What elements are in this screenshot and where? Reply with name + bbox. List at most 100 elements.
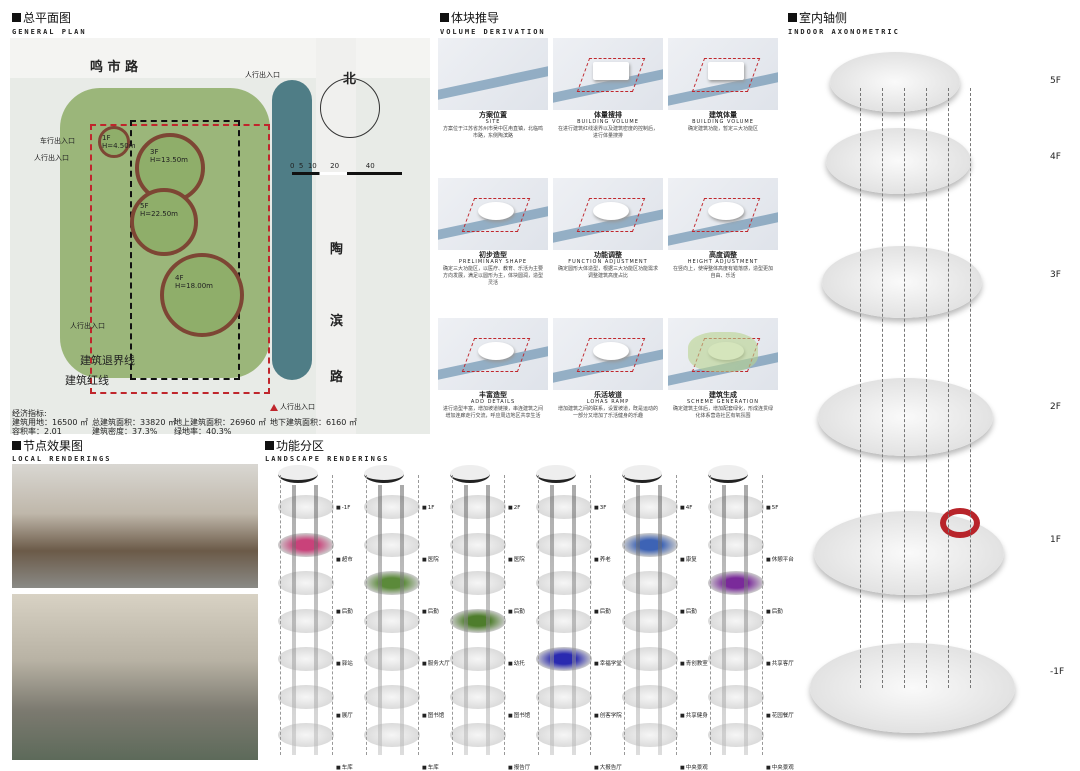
- floor-plan-top: [278, 465, 318, 483]
- section-title-volume: 体块推导: [440, 12, 499, 25]
- scale-label: 0 5 10 20 40: [290, 162, 375, 170]
- function-tag: 车库: [336, 763, 353, 771]
- section-subtitle: Indoor Axonometric: [788, 28, 900, 36]
- floor-disk: [364, 685, 420, 709]
- indoor-axonometric-drawing: [790, 38, 1060, 738]
- function-tag: 后勤: [680, 607, 697, 615]
- floor-disk: [278, 647, 334, 671]
- step-title: 建筑体量: [709, 111, 737, 119]
- function-tag: 幼托: [508, 659, 525, 667]
- road-name-east: 路: [330, 370, 344, 385]
- function-tag: 青创教室: [680, 659, 708, 667]
- floor-disk: [364, 533, 420, 557]
- floor-disk: [622, 723, 678, 747]
- road: [10, 38, 430, 78]
- north-arrow: [320, 78, 380, 138]
- floor-disk: [450, 571, 506, 595]
- floor-disk: [536, 723, 592, 747]
- volume-step: 方案位置 Site 方案位于江苏省苏州市吴中区甪直镇，北临鸣市路，东侧陶滨路: [438, 38, 548, 140]
- volume-step: 初步造型 Preliminary shape 确定三大功能区，以医疗、教育、乐活…: [438, 178, 548, 287]
- floor-column-2F: 2F医院后勤幼托图书馆报告厅: [442, 465, 531, 771]
- floor-disk: [622, 571, 678, 595]
- step-subtitle: Building volume: [577, 119, 639, 125]
- floor-disk: [450, 685, 506, 709]
- section-title-landscape: 功能分区: [265, 440, 324, 453]
- floor-disk: [622, 609, 678, 633]
- road-name-north: 鸣 市 路: [90, 60, 139, 75]
- volume-diagram: [438, 318, 548, 390]
- entrance-label: 人行出入口: [70, 322, 105, 330]
- floor-disk: [278, 495, 334, 519]
- volume-diagram: [438, 178, 548, 250]
- floor-disk: [708, 609, 764, 633]
- step-subtitle: Scheme generation: [686, 399, 760, 405]
- function-tag: 中央景观: [680, 763, 708, 771]
- step-description: 确定建筑功能，暂定三大功能区: [687, 126, 758, 132]
- step-title: 高度调整: [709, 251, 737, 259]
- volume-diagram: [438, 38, 548, 110]
- floor-disk: [708, 533, 764, 557]
- entrance-label: 人行出入口: [245, 71, 280, 79]
- floor-disk: [708, 495, 764, 519]
- floor-disk: [708, 723, 764, 747]
- function-tag: 报告厅: [508, 763, 531, 771]
- section-subtitle: Volume derivation: [440, 28, 546, 36]
- step-description: 确定三大功能区，以医疗、教育、乐活为主要方向发展，满足以圆形为主，体块圆润，造型…: [442, 266, 543, 286]
- floor-column-1F: 1F医院后勤服务大厅图书馆车库: [356, 465, 450, 771]
- floor-plan-top: [364, 465, 404, 483]
- volume-diagram: [668, 178, 778, 250]
- floor-plate: [830, 52, 960, 112]
- vertical-guide: [860, 88, 861, 688]
- function-tag: 车库: [422, 763, 439, 771]
- floor-disk: [536, 495, 592, 519]
- rendering-image: [12, 594, 258, 760]
- floor-plan-top: [622, 465, 662, 483]
- section-subtitle: General plan: [12, 28, 87, 36]
- floor-disk: [278, 723, 334, 747]
- floor-disk: [622, 533, 678, 557]
- floor-column--1F: -1F超市后勤驿站展厅车库: [270, 465, 356, 771]
- floor-disk: [450, 723, 506, 747]
- floor-disk: [622, 647, 678, 671]
- road-name-east: 滨: [330, 314, 344, 329]
- step-subtitle: Add details: [470, 399, 516, 405]
- volume-diagram: [668, 38, 778, 110]
- river: [272, 80, 312, 380]
- step-description: 确定圆形大体造型，根据三大功能区功能需求调整建筑高度占比: [557, 266, 658, 279]
- floor-plate: [822, 246, 982, 318]
- floor-label: 5F: [1050, 76, 1061, 86]
- step-title: 初步造型: [479, 251, 507, 259]
- volume-diagram: [553, 38, 663, 110]
- function-tag: 医院: [422, 555, 439, 563]
- highlight-zone: [940, 508, 980, 538]
- floor-column-5F: 5F休憩平台后勤共享客厅花园餐厅中央景观: [700, 465, 794, 771]
- section-title-local: 节点效果图: [12, 440, 83, 453]
- scale-bar: [292, 172, 402, 175]
- step-subtitle: Function adjustment: [568, 259, 648, 265]
- function-tag: 图书馆: [508, 711, 531, 719]
- volume-step: 体量搜排 Building volume 在进行建筑红线退界以及建筑密度的控制后…: [553, 38, 663, 140]
- section-subtitle: Local renderings: [12, 455, 112, 463]
- redline-label: 建筑红线: [65, 374, 109, 387]
- function-tag: 医院: [508, 555, 525, 563]
- function-tag: 休憩平台: [766, 555, 794, 563]
- floor-disk: [536, 647, 592, 671]
- title-text: 总平面图: [23, 11, 72, 25]
- floor-label: 3F: [1050, 270, 1061, 280]
- floor-disk: [450, 533, 506, 557]
- vertical-guide: [948, 88, 949, 688]
- floor-column-3F: 3F养老后勤幸福学堂创客学院大报告厅: [528, 465, 622, 771]
- north-label: 北: [343, 72, 357, 87]
- floor-plate: [810, 643, 1015, 733]
- entrance-label: 车行出入口: [40, 137, 75, 145]
- floor-disk: [278, 533, 334, 557]
- setback-label: 建筑退界线: [80, 354, 135, 367]
- vertical-guide: [882, 88, 883, 688]
- step-subtitle: Preliminary shape: [458, 259, 528, 265]
- step-description: 进行造型丰富，增加坡道链接，串连建筑之间增加连廊走行交流，呼应周边地区共享生活: [442, 406, 543, 419]
- function-tag: 超市: [336, 555, 353, 563]
- entrance-label: 人行出入口: [34, 154, 69, 162]
